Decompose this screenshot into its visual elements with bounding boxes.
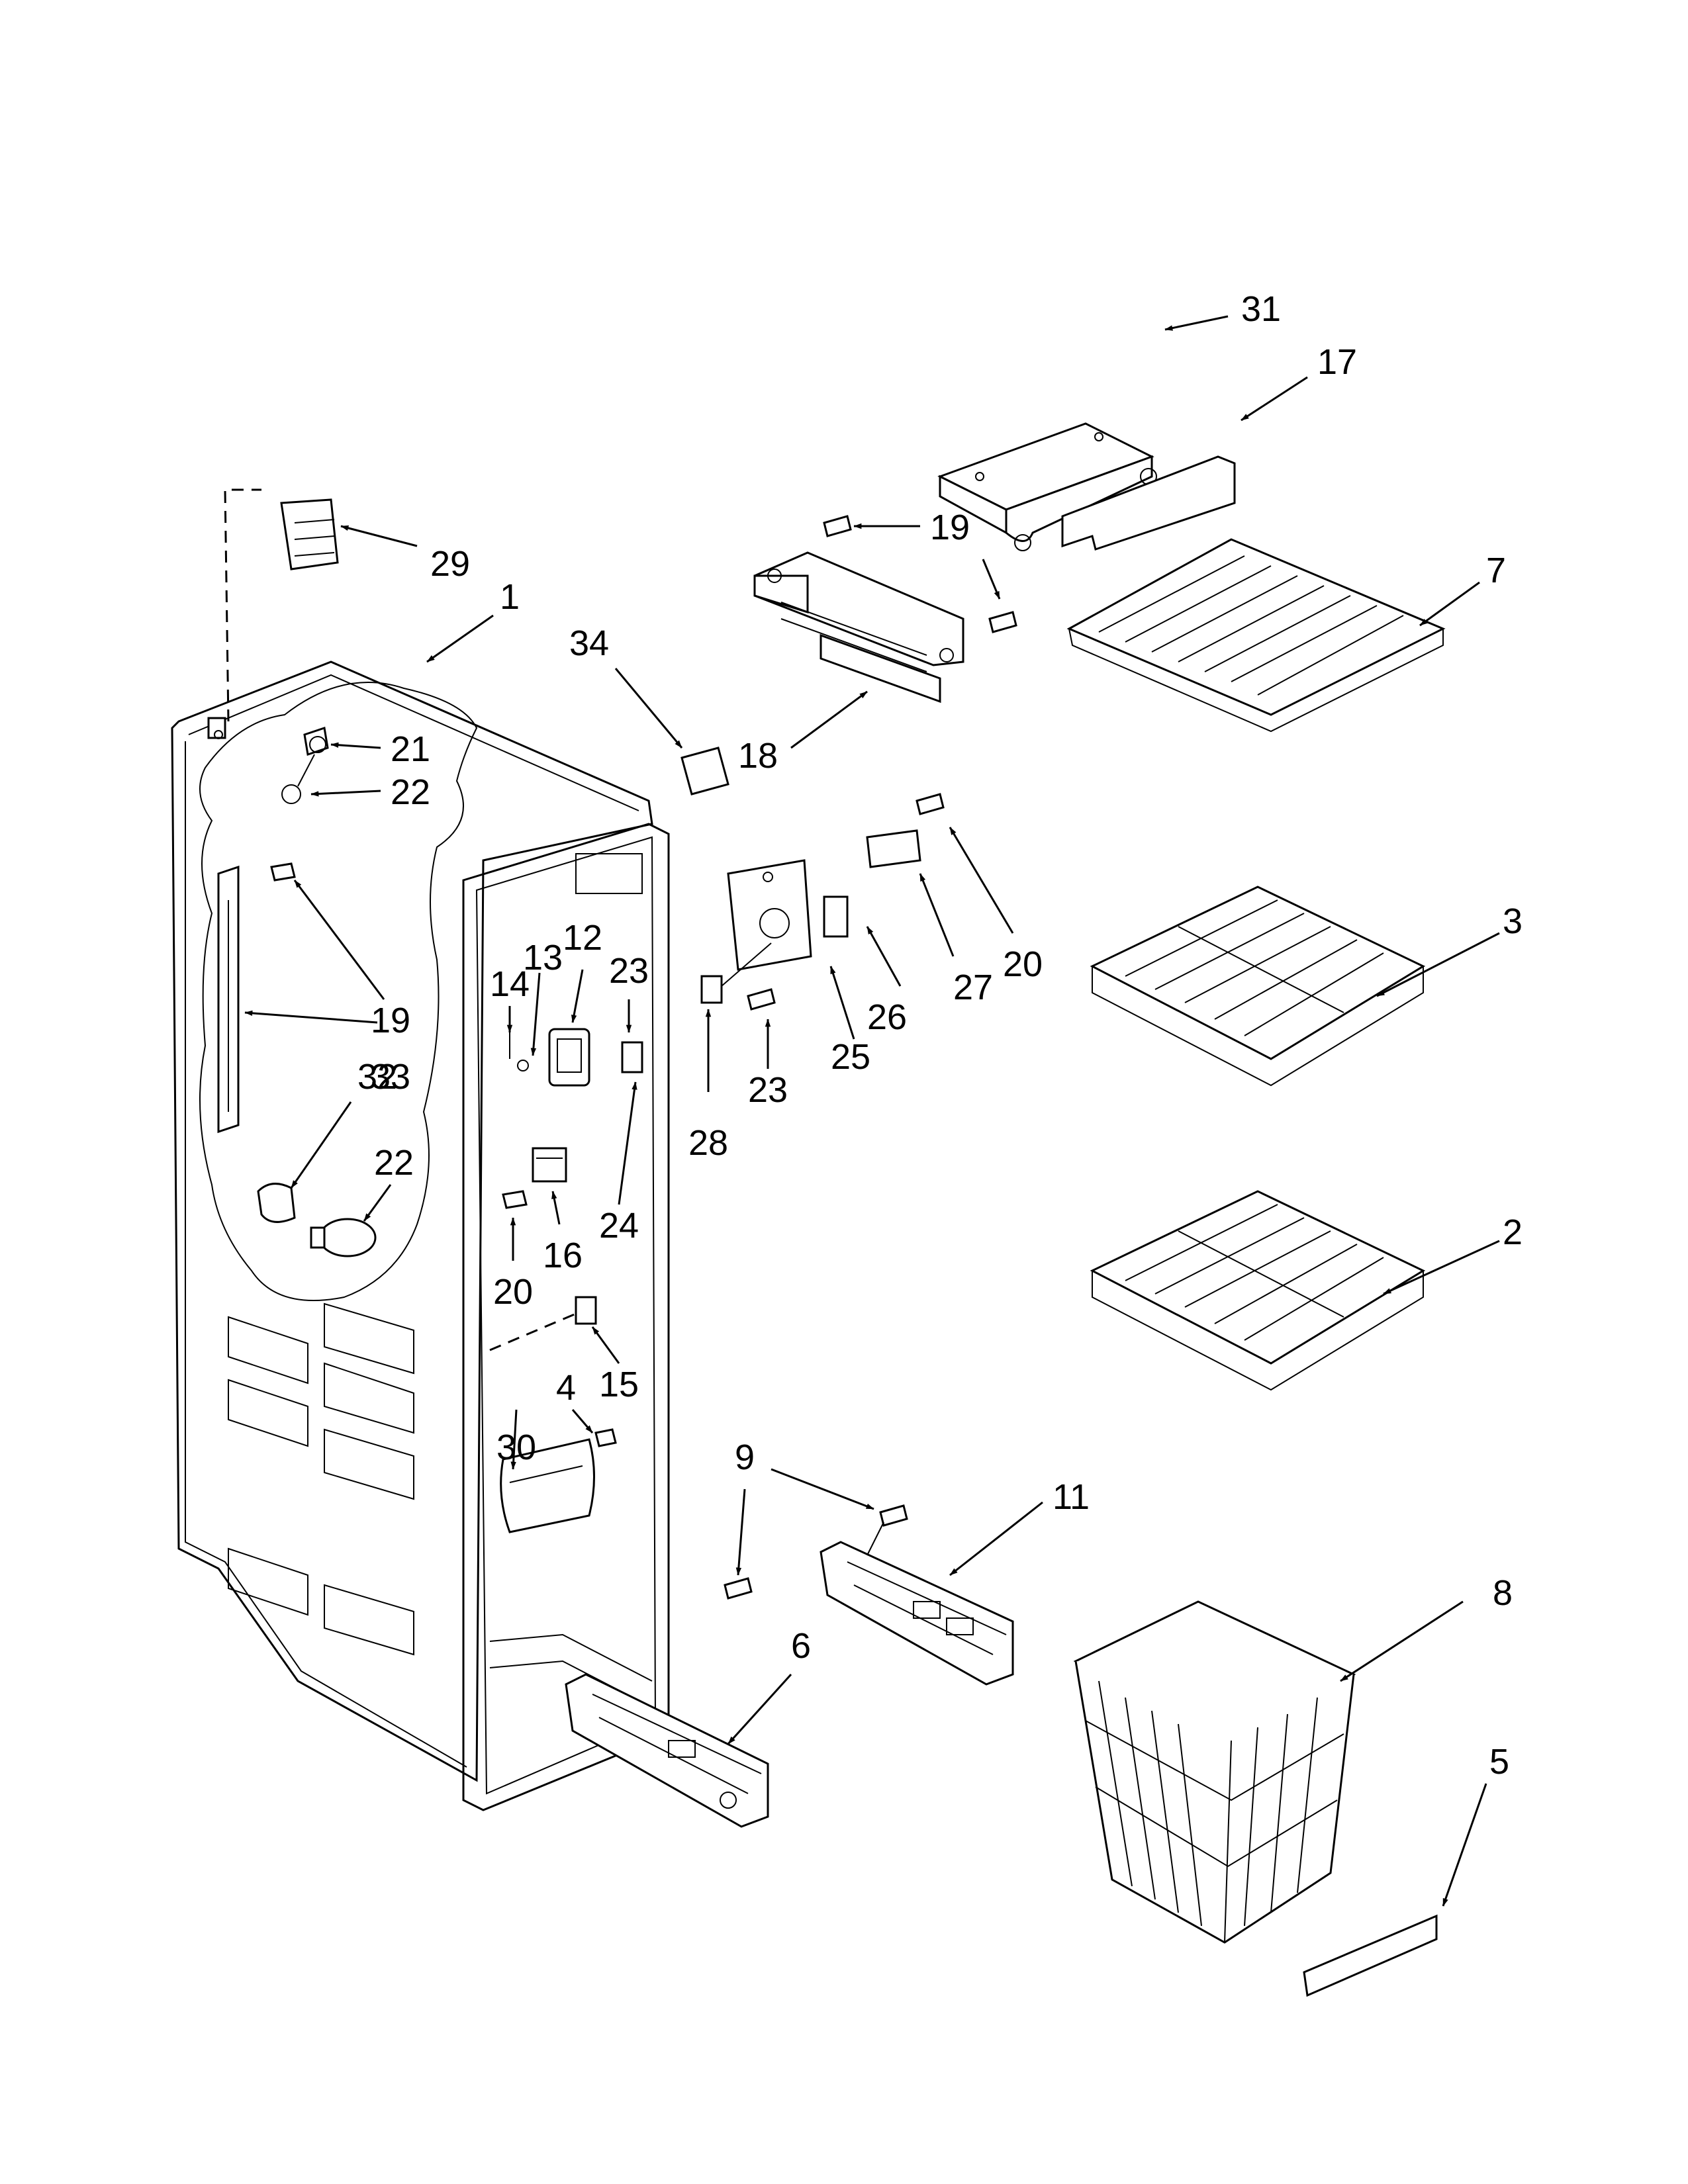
callout-26: 26: [867, 997, 907, 1037]
callout-11: 11: [1053, 1477, 1090, 1517]
callout-13: 13: [523, 938, 563, 978]
callout-19-upper: 19: [930, 508, 970, 547]
callout-28: 28: [688, 1123, 728, 1163]
callout-labels: 31 17 29 1 19 7 34 21 22 18 19 33 14 13 …: [357, 289, 1523, 1782]
freezer-liner-part: [171, 660, 670, 1811]
callout-5: 5: [1489, 1742, 1509, 1782]
control-housing-part: [753, 551, 964, 704]
basket-part: [1073, 1600, 1356, 1944]
screw-part: [724, 1577, 753, 1600]
callout-arrows: [244, 315, 1500, 1907]
basket-label-strip-part: [1303, 1914, 1438, 1997]
rear-mount-bracket-part: [224, 488, 339, 722]
callout-32: 32: [357, 1057, 397, 1097]
callout-30: 30: [496, 1428, 536, 1467]
callout-20-upper: 20: [1003, 944, 1043, 984]
callout-25: 25: [831, 1037, 870, 1077]
drawer-guide-part: [820, 1541, 1014, 1686]
callout-15: 15: [599, 1365, 639, 1404]
callout-12: 12: [563, 918, 602, 958]
shelf-part: [1090, 886, 1426, 1087]
clip-part: [680, 747, 729, 796]
shelf-part: [1090, 1190, 1426, 1391]
callout-18: 18: [738, 736, 778, 776]
callout-23-front: 23: [609, 951, 649, 991]
callout-7: 7: [1486, 551, 1506, 590]
divider-panel-part: [1061, 455, 1236, 551]
callout-22-lower: 22: [374, 1143, 414, 1183]
circuit-board-part: [866, 829, 921, 868]
callout-19-lower: 19: [371, 1001, 410, 1040]
callout-31: 31: [1241, 289, 1281, 329]
callout-9: 9: [735, 1437, 755, 1477]
callout-21: 21: [391, 729, 430, 769]
screw-part: [823, 515, 852, 537]
callout-8: 8: [1493, 1573, 1513, 1613]
screw-part: [915, 793, 945, 815]
callout-20-lower: 20: [493, 1272, 533, 1312]
screw-part: [988, 611, 1017, 633]
callout-17: 17: [1317, 342, 1357, 382]
callout-29: 29: [430, 544, 470, 584]
callout-27: 27: [953, 968, 993, 1007]
callout-4: 4: [556, 1368, 576, 1408]
callout-22-upper: 22: [391, 772, 430, 812]
callout-24: 24: [599, 1206, 639, 1246]
drawer-guide-part: [565, 1673, 769, 1828]
callout-34: 34: [569, 623, 609, 663]
screw-part: [747, 988, 776, 1011]
screw-part: [879, 1504, 908, 1527]
hinge-cover-part: [937, 422, 1157, 551]
callout-33: 33: [371, 1057, 410, 1097]
callout-6: 6: [791, 1626, 811, 1666]
callout-14: 14: [490, 964, 530, 1004]
shelf-part: [1066, 538, 1446, 733]
callout-3: 3: [1503, 901, 1523, 941]
callout-1: 1: [500, 577, 520, 617]
callout-23-lower: 23: [748, 1070, 788, 1110]
callout-16: 16: [543, 1236, 583, 1275]
callout-2: 2: [1503, 1212, 1523, 1252]
control-bracket-part: [727, 859, 849, 971]
plug-part: [700, 975, 723, 1004]
